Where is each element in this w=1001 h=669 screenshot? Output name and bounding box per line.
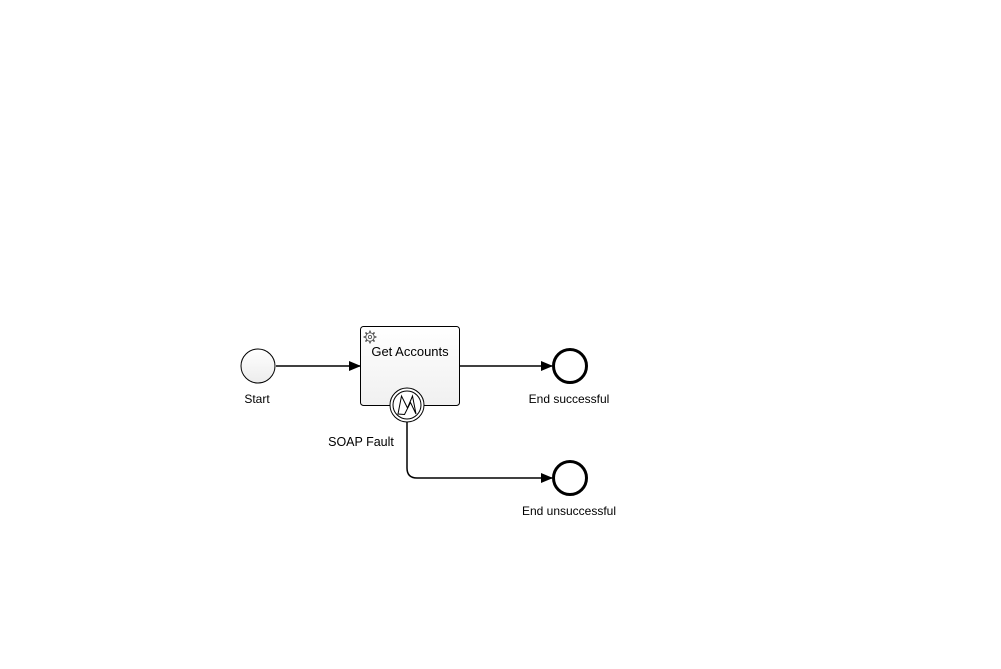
start-event[interactable] xyxy=(240,348,276,384)
boundary-error-event-soap-fault[interactable] xyxy=(389,387,425,423)
end-event-unsuccessful[interactable] xyxy=(552,460,588,496)
start-event-label: Start xyxy=(244,392,270,406)
gear-icon xyxy=(363,330,377,344)
flow-soap-fault-to-end-unsuccessful[interactable] xyxy=(406,422,553,483)
service-task-label: Get Accounts xyxy=(371,344,449,359)
end-event-successful[interactable] xyxy=(552,348,588,384)
error-icon xyxy=(397,394,417,416)
end-event-unsuccessful-label: End unsuccessful xyxy=(522,504,616,518)
end-event-successful-label: End successful xyxy=(529,392,610,406)
boundary-event-label: SOAP Fault xyxy=(328,435,394,449)
